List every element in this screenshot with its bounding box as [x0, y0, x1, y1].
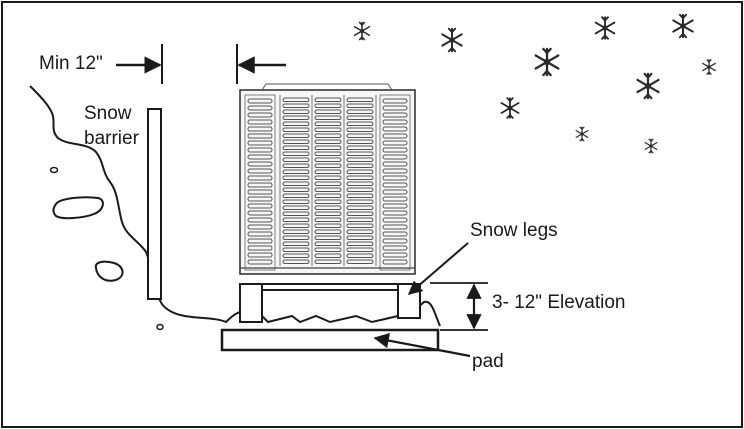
snow-legs — [239, 283, 421, 323]
snow-clump — [94, 260, 124, 282]
snow-legs-label: Snow legs — [470, 220, 558, 241]
clearance-dimension — [116, 44, 286, 84]
snow-barrier-label-line2: barrier — [84, 128, 139, 149]
snowflake-icon — [672, 13, 694, 39]
snowflake-icon — [594, 16, 616, 40]
snow-speck — [49, 166, 59, 174]
snow-legs-leader — [407, 242, 469, 295]
snowflake-icon — [441, 27, 463, 53]
snowflake-icon — [702, 59, 716, 75]
snowflake-icon — [534, 47, 560, 77]
elevation-label: 3- 12" Elevation — [492, 292, 626, 313]
snowflake-icon — [353, 21, 371, 41]
snow-barrier-label-line1: Snow — [84, 103, 132, 124]
pad-label: pad — [472, 351, 504, 372]
snowflake-icon — [636, 72, 660, 100]
snowflake-icon — [500, 97, 520, 119]
snow-speck — [156, 323, 164, 331]
min-clearance-label: Min 12" — [39, 53, 103, 74]
snow-barrier-post — [147, 108, 162, 300]
concrete-pad — [220, 328, 440, 352]
elevation-dimension — [430, 282, 488, 331]
pad-leader — [373, 333, 471, 358]
condensing-unit — [239, 83, 416, 275]
snow-clump — [52, 196, 104, 220]
snowflake-icon — [575, 126, 589, 142]
snowflake-icon — [644, 138, 658, 154]
